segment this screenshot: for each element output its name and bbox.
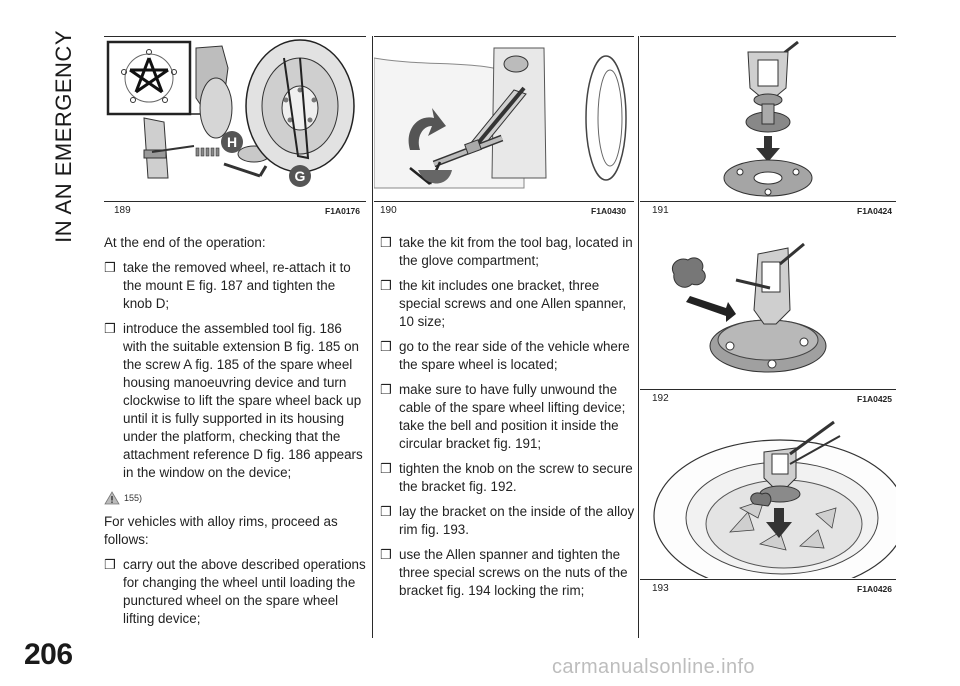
warning-reference: 155) [104,489,366,507]
checkbox-bullet-icon: ❒ [380,504,392,519]
list-item: ❒ make sure to have fully unwound the ca… [380,382,626,451]
figure-number: 190 [380,205,397,216]
checkbox-bullet-icon: ❒ [380,278,392,293]
knob-bracket-illustration [672,242,827,373]
figure-193 [640,412,896,578]
list-item: ❒ introduce the assembled tool fig. 186 … [104,321,363,480]
figure-top-rule [640,36,896,37]
figure-top-rule [374,36,634,37]
checkbox-bullet-icon: ❒ [380,235,392,250]
section-title-text: IN AN EMERGENCY [51,30,76,243]
checkbox-bullet-icon: ❒ [380,382,392,397]
checkbox-bullet-icon: ❒ [380,461,392,476]
checkbox-bullet-icon: ❒ [104,557,116,572]
text-column-2: ❒ take the kit from the tool bag, locate… [380,234,636,607]
figure-number: 192 [652,393,669,404]
label-h: H [227,134,237,150]
warning-ref-number: 155) [124,493,143,503]
checkbox-bullet-icon: ❒ [104,260,116,275]
figure-bottom-rule [640,579,896,580]
checkbox-bullet-icon: ❒ [104,321,116,336]
figure-number: 191 [652,205,669,216]
brake-disc-illustration: H G [106,39,355,187]
figure-code: F1A0430 [591,206,626,216]
figure-top-rule [104,36,366,37]
list-item: ❒ tighten the knob on the screw to secur… [380,461,633,494]
spare-wheel-winch-illustration [374,47,627,189]
figure-190 [374,38,634,200]
figure-bottom-rule [640,389,896,390]
list-item: ❒ use the Allen spanner and tighten the … [380,547,628,598]
figure-code: F1A0425 [857,394,892,404]
figure-192 [640,218,896,386]
figure-189: H G [104,38,366,200]
paragraph: For vehicles with alloy rims, proceed as… [104,514,338,547]
list-item: ❒ take the removed wheel, re-attach it t… [104,260,351,311]
figure-code: F1A0424 [857,206,892,216]
list-item: ❒ take the kit from the tool bag, locate… [380,235,633,268]
warning-triangle-icon [104,491,120,505]
alloy-rim-illustration [653,420,896,578]
figure-code: F1A0176 [325,206,360,216]
label-g: G [295,168,306,184]
intro-paragraph: At the end of the operation: [104,235,266,250]
figure-number: 193 [652,583,669,594]
figure-bottom-rule [640,201,896,202]
text-column-1: At the end of the operation: ❒ take the … [104,234,366,635]
checkbox-bullet-icon: ❒ [380,339,392,354]
column-divider [372,36,373,638]
watermark: carmanualsonline.info [552,656,755,678]
list-item: ❒ lay the bracket on the inside of the a… [380,504,635,537]
section-title: IN AN EMERGENCY [44,30,84,290]
figure-191 [640,38,896,200]
figure-code: F1A0426 [857,584,892,594]
bell-bracket-illustration [723,40,813,197]
list-item: ❒ go to the rear side of the vehicle whe… [380,339,630,372]
column-divider [638,36,639,638]
figure-bottom-rule [374,201,634,202]
list-item: ❒ carry out the above described operatio… [104,557,366,626]
list-item: ❒ the kit includes one bracket, three sp… [380,278,627,329]
checkbox-bullet-icon: ❒ [380,547,392,562]
figure-bottom-rule [104,201,366,202]
page-number: 206 [24,638,73,671]
figure-number: 189 [114,205,131,216]
